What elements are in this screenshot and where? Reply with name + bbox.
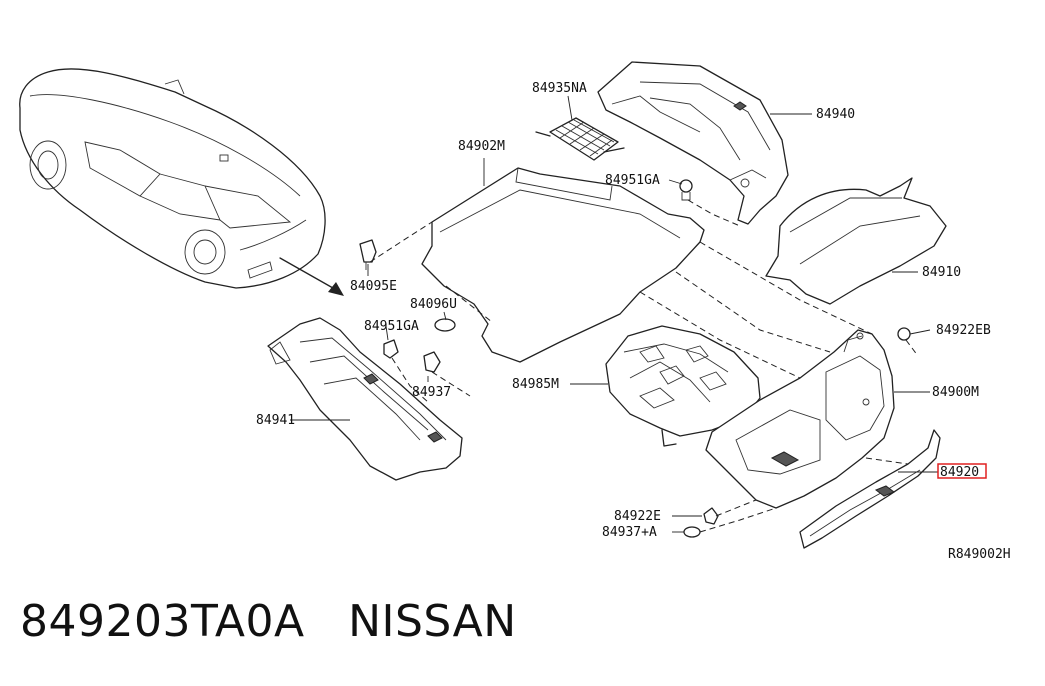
label-84951GA-left: 84951GA [364, 319, 419, 334]
part-84937-clip [423, 351, 441, 373]
label-84920: 84920 [940, 465, 979, 480]
car-illustration [19, 68, 344, 296]
part-84095E-clip [359, 239, 377, 270]
label-84900M: 84900M [932, 385, 979, 400]
part-84922EB-clip [897, 327, 911, 341]
caption: 849203TA0A NISSAN [20, 596, 517, 647]
part-84951GA-clip-top [679, 179, 693, 201]
part-84951GA-clip-left [383, 339, 399, 359]
part-84935NA-net [535, 117, 625, 161]
part-84985M-spare-cover [605, 325, 761, 447]
part-84910-lid-finisher [765, 177, 947, 305]
figure-code: R849002H [948, 547, 1011, 562]
label-84941: 84941 [256, 413, 295, 428]
label-84910: 84910 [922, 265, 961, 280]
part-84941-side-finisher [267, 317, 463, 481]
part-labels: 84935NA 84940 84902M 84951GA 84910 84095… [256, 81, 1011, 562]
label-84096U: 84096U [410, 297, 457, 312]
part-84937A-clip [683, 526, 701, 538]
label-84951GA-top: 84951GA [605, 173, 660, 188]
part-number: 849203TA0A [20, 596, 305, 647]
part-84922E-clip [703, 507, 719, 525]
label-84922EB: 84922EB [936, 323, 991, 338]
highlight-box [937, 463, 987, 479]
label-84935NA: 84935NA [532, 81, 587, 96]
leader-lines [290, 95, 938, 533]
label-84985M: 84985M [512, 377, 559, 392]
label-84902M: 84902M [458, 139, 505, 154]
part-84096U-cap [434, 318, 456, 332]
label-84937A: 84937+A [602, 525, 657, 540]
label-84940: 84940 [816, 107, 855, 122]
brand-name: NISSAN [348, 596, 517, 647]
assembly-guide-lines [369, 199, 919, 533]
label-84937: 84937 [412, 385, 451, 400]
part-84920-lid-finisher-strip [799, 429, 941, 549]
part-84902M-floor-board [421, 167, 705, 363]
label-84095E: 84095E [350, 279, 397, 294]
label-84922E: 84922E [614, 509, 661, 524]
part-84940-side-finisher [597, 61, 789, 225]
part-84900M-lid-panel [705, 329, 895, 509]
